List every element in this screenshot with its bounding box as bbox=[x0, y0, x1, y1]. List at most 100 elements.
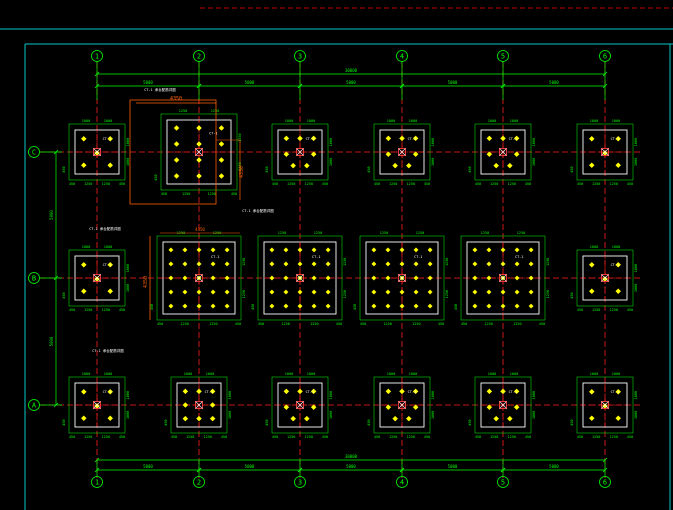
cap-dim-label: 1250 bbox=[242, 290, 246, 298]
pile-icon bbox=[196, 173, 202, 179]
pile-icon bbox=[80, 261, 87, 268]
pile-icon bbox=[209, 415, 216, 422]
cap-dim-label: 1000 bbox=[431, 158, 435, 166]
pile-icon bbox=[269, 275, 275, 281]
pile-icon bbox=[528, 247, 534, 253]
column-marker-x bbox=[296, 148, 304, 156]
pile-icon bbox=[412, 388, 419, 395]
pile-icon bbox=[182, 247, 188, 253]
cap-dim-label: 450 bbox=[161, 192, 167, 196]
cap-tag: CT-1 bbox=[209, 131, 217, 135]
cap-dim-frame bbox=[576, 249, 634, 307]
cap-dim-label: 1000 bbox=[329, 411, 333, 419]
pile-icon bbox=[224, 289, 230, 295]
cap-dim-label: 1000 bbox=[510, 372, 518, 376]
cap-dim-label: 1000 bbox=[634, 391, 638, 399]
pile-icon bbox=[269, 289, 275, 295]
cap-dim-label: 1250 bbox=[508, 182, 516, 186]
pile-icon bbox=[325, 261, 331, 267]
cap-dim-label: 1250 bbox=[407, 182, 415, 186]
axis-bubble-5 bbox=[497, 50, 509, 62]
cap-dim-label: 1250 bbox=[310, 322, 318, 326]
pile-icon bbox=[283, 303, 289, 309]
axis-bubble-label: 3 bbox=[298, 53, 302, 61]
pile-icon bbox=[283, 135, 290, 142]
cap-dim-label: 1250 bbox=[186, 435, 194, 439]
pile-icon bbox=[615, 162, 622, 169]
cap-dim-label: 1250 bbox=[305, 435, 313, 439]
cap-dim-label: 1250 bbox=[546, 290, 550, 298]
pile-icon bbox=[486, 261, 492, 267]
column-marker-x bbox=[601, 274, 609, 282]
pile-icon bbox=[297, 303, 303, 309]
cap-dim-label: 450 bbox=[221, 435, 227, 439]
column-marker-x bbox=[93, 401, 101, 409]
dim-left-label: 5000 bbox=[49, 210, 54, 220]
column-marker-x bbox=[499, 274, 507, 282]
cap-dim-label: 450 bbox=[454, 304, 458, 310]
pile-icon bbox=[472, 303, 478, 309]
cap-tag: CT-1 bbox=[312, 255, 320, 259]
cap-note: CT-1 承台配筋详图 bbox=[92, 348, 124, 353]
pile-icon bbox=[392, 162, 399, 169]
pile-icon bbox=[269, 261, 275, 267]
pile-icon bbox=[196, 303, 202, 309]
cap-dim-label: 1000 bbox=[126, 411, 130, 419]
cap-dim-label: 1250 bbox=[592, 435, 600, 439]
pile-icon bbox=[588, 135, 595, 142]
cap-dim-label: 1250 bbox=[416, 231, 424, 235]
cap-dim-label: 1250 bbox=[211, 109, 219, 113]
cap-dim-label: 1000 bbox=[590, 119, 598, 123]
cap-dim-label: 1250 bbox=[592, 308, 600, 312]
cap-dim-label: 450 bbox=[570, 166, 574, 172]
cap-dim-label: 450 bbox=[525, 435, 531, 439]
pile-icon bbox=[385, 275, 391, 281]
cap-dim-label: 1250 bbox=[343, 258, 347, 266]
cap-dim-label: 450 bbox=[577, 182, 583, 186]
cap-dim-label: 1000 bbox=[409, 119, 417, 123]
highlight-dim-label: 4350 bbox=[170, 96, 182, 102]
cap-dim-label: 1250 bbox=[517, 231, 525, 235]
cap-dim-label: 1250 bbox=[490, 435, 498, 439]
cap-dim-label: 1250 bbox=[281, 322, 289, 326]
cap-tag: CT-1 bbox=[611, 263, 619, 267]
pile-icon bbox=[500, 289, 506, 295]
pile-icon bbox=[399, 261, 405, 267]
pile-icon bbox=[283, 261, 289, 267]
cap-dim-label: 450 bbox=[62, 419, 66, 425]
cap-dim-label: 1000 bbox=[82, 119, 90, 123]
cap-tag: CT-1 bbox=[103, 263, 111, 267]
pile-icon bbox=[385, 135, 392, 142]
cap-dim-label: 1250 bbox=[490, 182, 498, 186]
cap-dim-frame bbox=[68, 123, 126, 181]
pile-icon bbox=[310, 151, 317, 158]
pile-icon bbox=[107, 162, 114, 169]
pile-icon bbox=[506, 162, 513, 169]
cap-dim-label: 1000 bbox=[206, 372, 214, 376]
cap-tag: CT-1 bbox=[408, 390, 416, 394]
column-marker-x bbox=[398, 401, 406, 409]
pile-icon bbox=[427, 261, 433, 267]
pile-icon bbox=[486, 404, 493, 411]
cap-dim-label: 1250 bbox=[102, 435, 110, 439]
pile-icon bbox=[588, 261, 595, 268]
cap-dim-label: 450 bbox=[154, 174, 158, 180]
pile-icon bbox=[297, 135, 303, 142]
pile-icon bbox=[283, 289, 289, 295]
cap-dim-label: 1000 bbox=[126, 138, 130, 146]
pile-icon bbox=[472, 247, 478, 253]
axis-bubble-2 bbox=[193, 50, 205, 62]
column-marker bbox=[93, 148, 101, 156]
pile-icon bbox=[472, 261, 478, 267]
dim-label: 30000 bbox=[345, 68, 358, 73]
column-marker bbox=[601, 274, 609, 282]
axis-bubble-label: A bbox=[32, 402, 37, 410]
